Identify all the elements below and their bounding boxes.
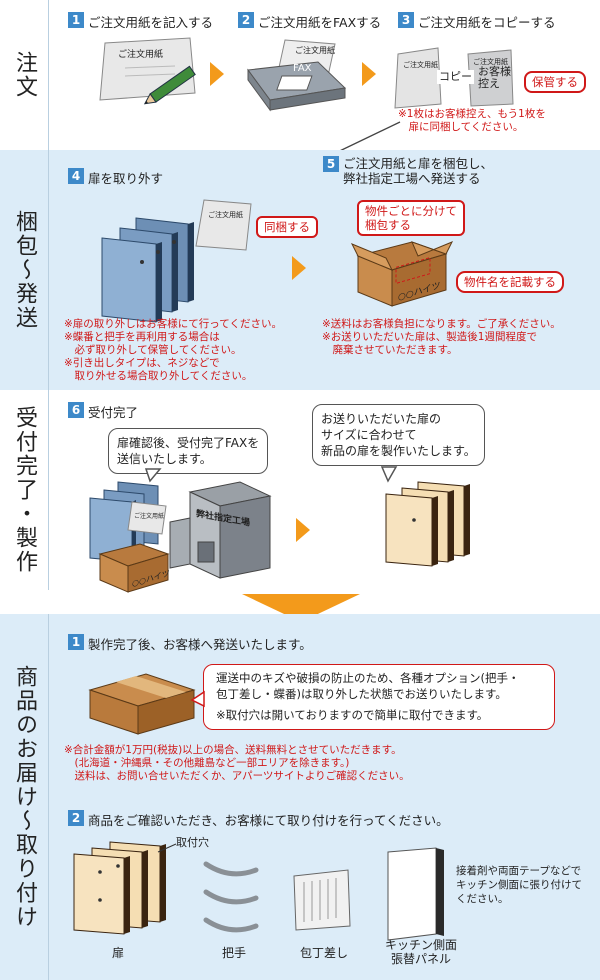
packing-notes-right: ※送料はお客様負担になります。ご了承ください。 ※お送りいただいた扉は、製造後1…	[322, 318, 561, 356]
down-arrow-icon	[242, 594, 360, 622]
order-form-illustration	[99, 37, 196, 105]
fax-paper-label: ご注文用紙	[295, 46, 335, 55]
arrow-right-icon	[210, 62, 224, 86]
item-label-knife-holder: 包丁差し	[299, 946, 348, 960]
shipping-note: ※合計金額が1万円(税抜)以上の場合、送料無料とさせていただきます。 (北海道・…	[64, 744, 410, 782]
customer-copy-label: お客様 控え	[478, 65, 511, 90]
panel-note: 接着剤や両面テープなどで キッチン側面に張り付けて ください。	[456, 865, 582, 905]
item-label-door: 扉	[111, 946, 124, 960]
section-delivery-label: 商品のお届け〜取り付け	[12, 665, 37, 929]
mounting-hole-label: 取付穴	[176, 836, 209, 849]
copy-paper-label: ご注文用紙	[403, 61, 438, 69]
keep-callout: 保管する	[524, 71, 586, 93]
pack-callout: 物件ごとに分けて 梱包する	[357, 200, 465, 236]
doors-illustration	[73, 841, 166, 935]
order-form-illustration	[127, 501, 167, 535]
bubble-tail	[380, 466, 398, 483]
delivery-info-note: ※取付穴は開いておりますので簡単に取付できます。	[216, 708, 489, 722]
received-paper-label: ご注文用紙	[134, 513, 165, 520]
arrow-right-icon	[362, 62, 376, 86]
packing-notes-left: ※扉の取り外しはお客様にて行ってください。 ※蝶番と把手を再利用する場合は 必ず…	[64, 318, 282, 382]
delivery-info-box	[203, 664, 555, 730]
keep-paper-label: ご注文用紙	[473, 58, 508, 66]
new-doors-illustration	[385, 481, 470, 567]
cardboard-box-illustration	[98, 543, 170, 593]
handle-illustration	[203, 861, 259, 933]
section-packing-label: 梱包〜発送	[12, 210, 37, 330]
door-panels-illustration	[101, 217, 194, 323]
factory-illustration	[169, 481, 272, 579]
delivery-info-text: 運送中のキズや破損の防止のため、各種オプション(把手・ 包丁差し・蝶番)は取り外…	[216, 671, 520, 701]
fax-bubble: 扉確認後、受付完了FAXを 送信いたします。	[108, 428, 269, 474]
order-form-illustration	[195, 199, 252, 251]
enclose-paper-label: ご注文用紙	[208, 211, 243, 219]
bubble-tail	[190, 690, 205, 708]
cardboard-box-illustration	[350, 241, 454, 307]
shipping-box-illustration	[88, 673, 196, 735]
enclose-callout: 同梱する	[256, 216, 318, 238]
name-callout: 物件名を記載する	[456, 271, 564, 293]
arrow-right-icon	[296, 518, 310, 542]
item-label-handle: 把手	[221, 946, 246, 960]
item-label-side-panel: キッチン側面 張替パネル	[384, 938, 457, 966]
fax-label: FAX	[293, 63, 312, 74]
copy-label: コピー	[437, 70, 474, 84]
side-panel-illustration	[387, 847, 444, 941]
order-note: ※1枚はお客様控え、もう1枚を 扉に同梱してください。	[398, 108, 546, 133]
bubble-tail	[144, 468, 162, 483]
mounting-hole-pointer	[157, 843, 177, 853]
fax-machine-illustration	[247, 39, 347, 112]
make-bubble: お送りいただいた扉の サイズに合わせて 新品の扉を製作いたします。	[312, 404, 485, 466]
copy-papers-illustration	[394, 47, 514, 109]
knife-holder-illustration	[293, 869, 351, 931]
section-production-label: 受付完了・製作	[12, 406, 37, 574]
order-form-label: ご注文用紙	[118, 50, 164, 60]
section-order-label: 注文	[12, 51, 37, 99]
arrow-right-icon	[292, 256, 306, 280]
